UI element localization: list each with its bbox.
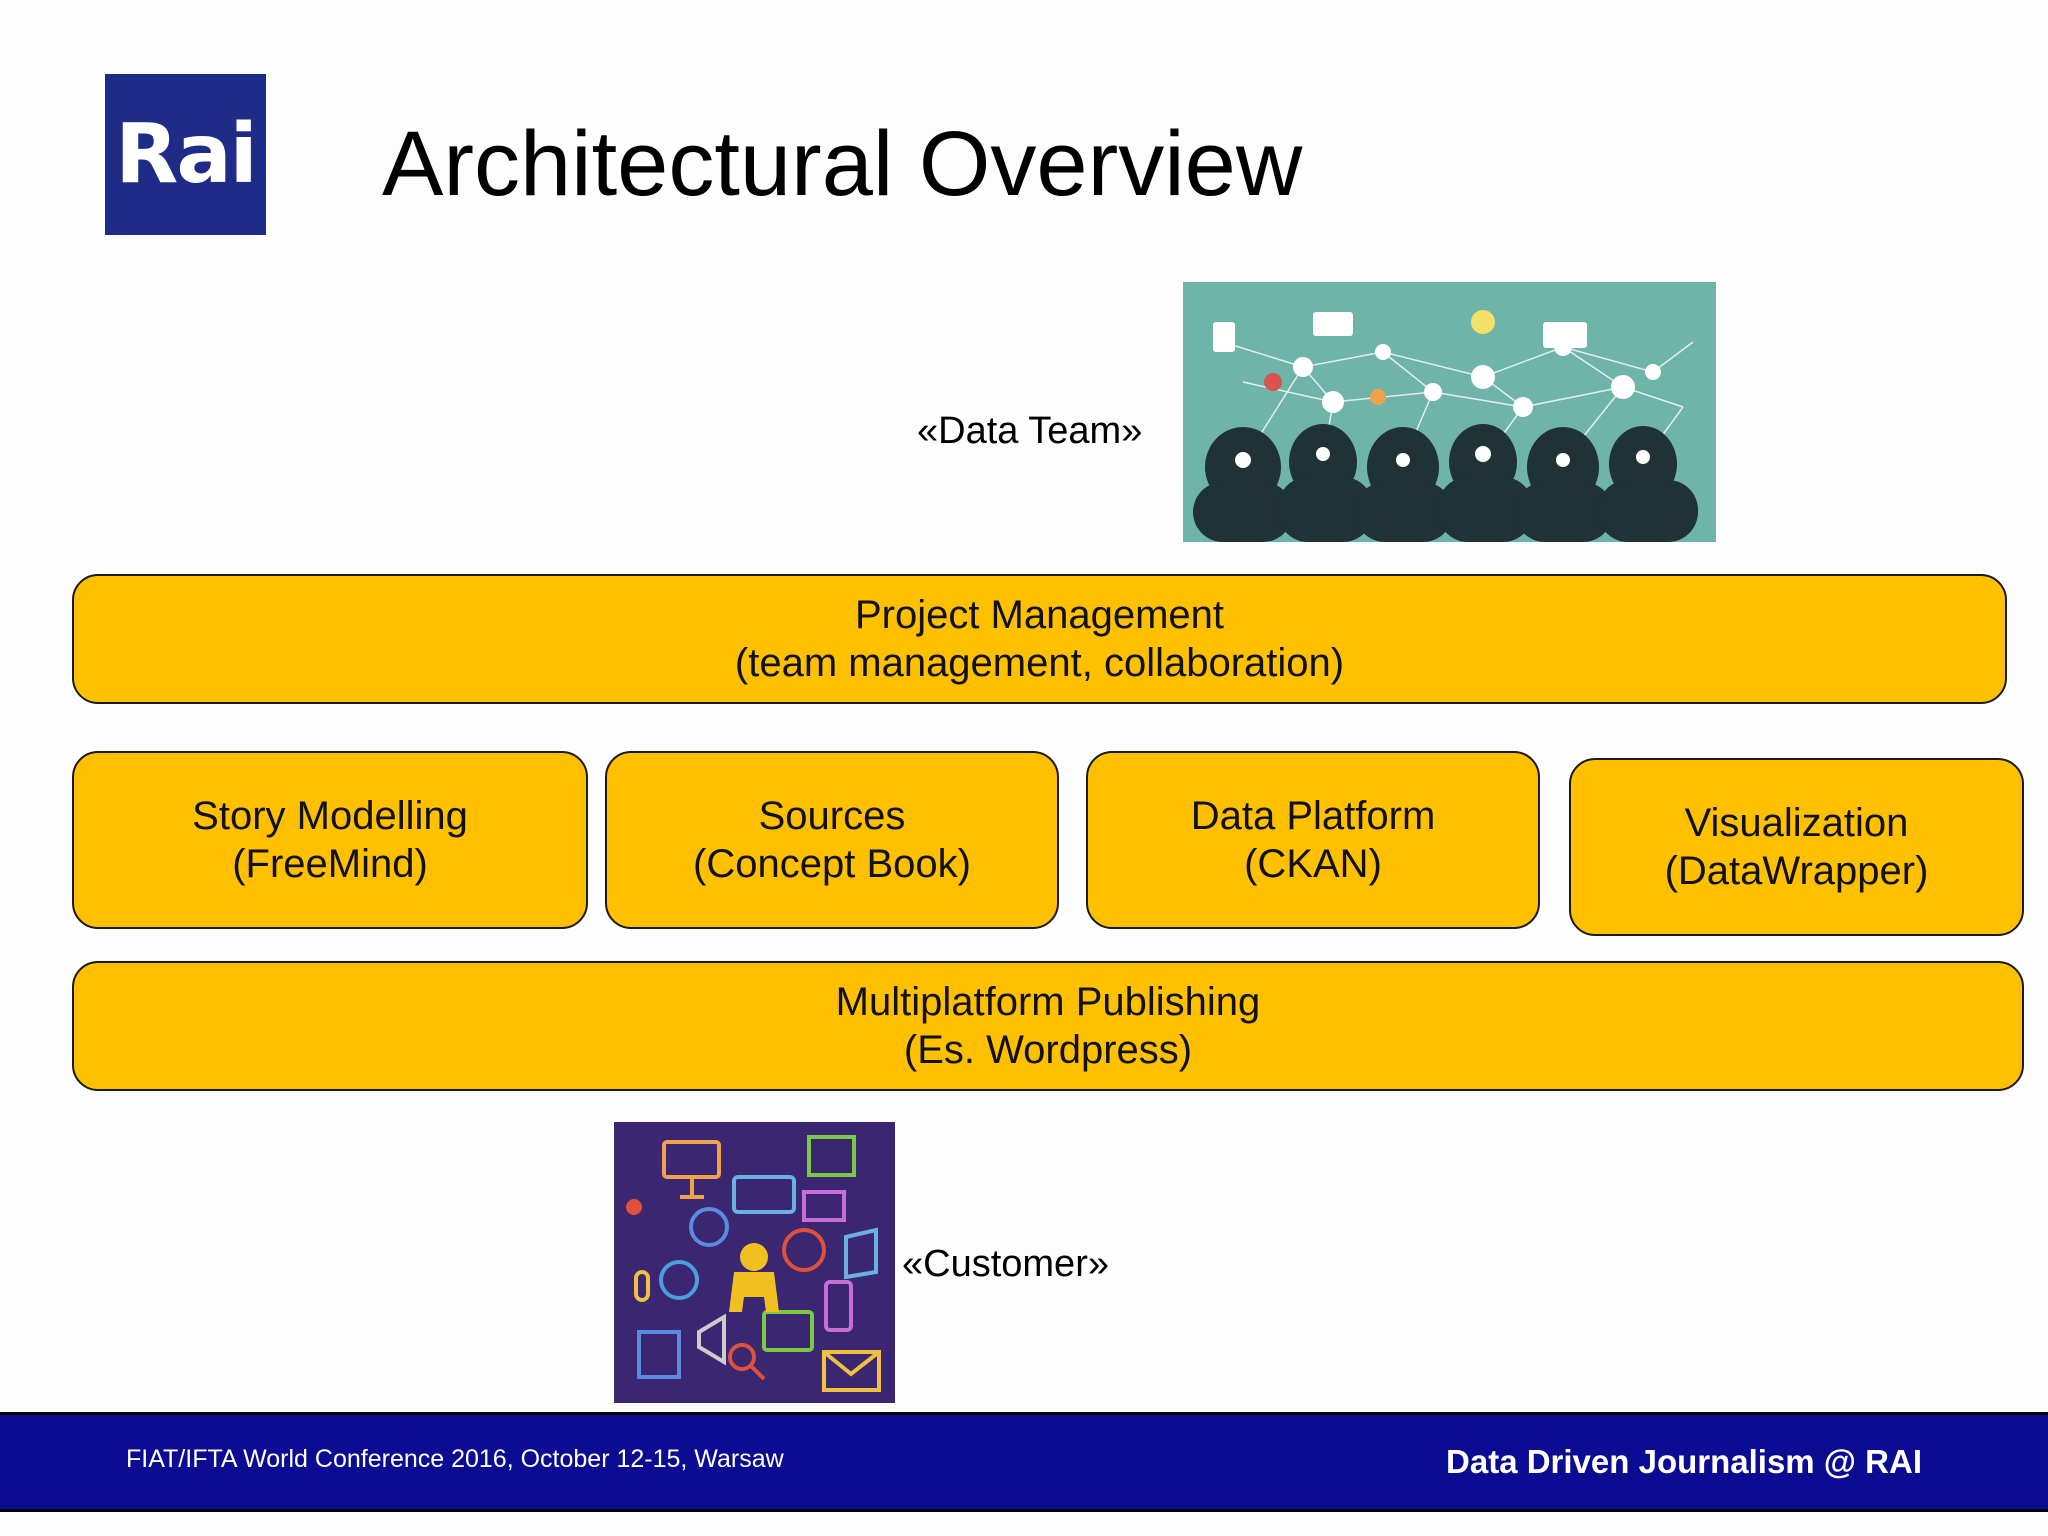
customer-label: «Customer» [902,1243,1109,1285]
box-title: Visualization [1684,801,1909,845]
footer-conference-text: FIAT/IFTA World Conference 2016, October… [126,1445,784,1473]
data-team-label: «Data Team» [917,410,1143,452]
customer-image [614,1122,895,1403]
box-title: Sources [758,794,906,838]
data-platform-box: Data Platform (CKAN) [1086,751,1540,929]
box-title: Project Management [854,593,1225,637]
multiplatform-publishing-box: Multiplatform Publishing (Es. Wordpress) [72,961,2024,1091]
footer-brand-text: Data Driven Journalism @ RAI [1446,1443,1922,1480]
visualization-box: Visualization (DataWrapper) [1569,758,2024,936]
box-subtitle: (CKAN) [1244,842,1382,886]
box-title: Story Modelling [192,794,468,838]
box-subtitle: (Concept Book) [693,842,971,886]
data-team-image [1183,282,1716,542]
box-title: Data Platform [1190,794,1436,838]
project-management-box: Project Management (team management, col… [72,574,2007,704]
footer-bar: FIAT/IFTA World Conference 2016, October… [0,1412,2048,1512]
box-subtitle: (FreeMind) [232,842,428,886]
media-icons-icon [614,1122,895,1403]
slide-title: Architectural Overview [382,113,1303,215]
people-network-icon [1183,282,1716,542]
logo-text: Rai [115,107,258,202]
box-title: Multiplatform Publishing [835,980,1261,1024]
rai-logo: Rai [105,74,266,235]
box-subtitle: (team management, collaboration) [734,641,1345,685]
sources-box: Sources (Concept Book) [605,751,1059,929]
story-modelling-box: Story Modelling (FreeMind) [72,751,588,929]
box-subtitle: (Es. Wordpress) [903,1028,1193,1072]
box-subtitle: (DataWrapper) [1664,849,1929,893]
